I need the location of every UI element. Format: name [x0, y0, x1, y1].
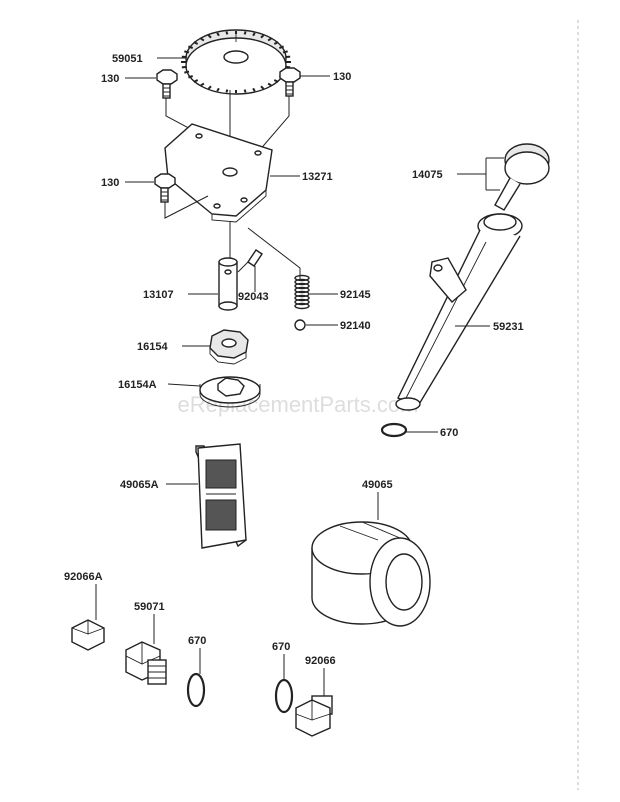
leader-16154A [167, 383, 201, 387]
pin-92043 [247, 249, 263, 267]
dipstick-cap-14075 [494, 143, 550, 211]
label-670-c: 670 [272, 641, 290, 653]
guide-line-4 [164, 195, 209, 219]
label-49065: 49065 [362, 479, 393, 491]
ball-92140 [294, 319, 306, 331]
o-ring-670-b [186, 672, 206, 708]
label-130-b: 130 [333, 71, 351, 83]
plug-92066 [295, 695, 333, 737]
gear-59051 [181, 29, 291, 95]
bolt-130-right [279, 67, 301, 97]
label-670-a: 670 [440, 427, 458, 439]
plug-92066A [71, 619, 105, 651]
o-ring-670-c [274, 678, 294, 714]
label-92066: 92066 [305, 655, 336, 667]
oil-filter-49065 [311, 521, 431, 627]
label-16154: 16154 [137, 341, 168, 353]
label-92066A: 92066A [64, 571, 103, 583]
label-59231: 59231 [493, 321, 524, 333]
label-130-c: 130 [101, 177, 119, 189]
label-92043: 92043 [238, 291, 269, 303]
rotor-16154A [199, 376, 261, 408]
label-59051: 59051 [112, 53, 143, 65]
label-670-b: 670 [188, 635, 206, 647]
guide-line-2 [257, 96, 290, 153]
screen-49065A [195, 443, 247, 549]
label-92140: 92140 [340, 320, 371, 332]
label-49065A: 49065A [120, 479, 159, 491]
label-13271: 13271 [302, 171, 333, 183]
label-92145: 92145 [340, 289, 371, 301]
plate-13271 [164, 123, 273, 223]
bolt-130-lower [154, 173, 176, 203]
fitting-59071 [125, 641, 167, 685]
o-ring-670-a [380, 422, 408, 438]
shaft-13107 [218, 257, 238, 311]
oil-fill-tube-59231 [395, 213, 523, 411]
bolt-130-left [156, 69, 178, 99]
label-13107: 13107 [143, 289, 174, 301]
label-59071: 59071 [134, 601, 165, 613]
label-130-a: 130 [101, 73, 119, 85]
spring-92145 [294, 274, 310, 310]
label-14075: 14075 [412, 169, 443, 181]
rotor-16154 [209, 329, 249, 365]
label-16154A: 16154A [118, 379, 157, 391]
